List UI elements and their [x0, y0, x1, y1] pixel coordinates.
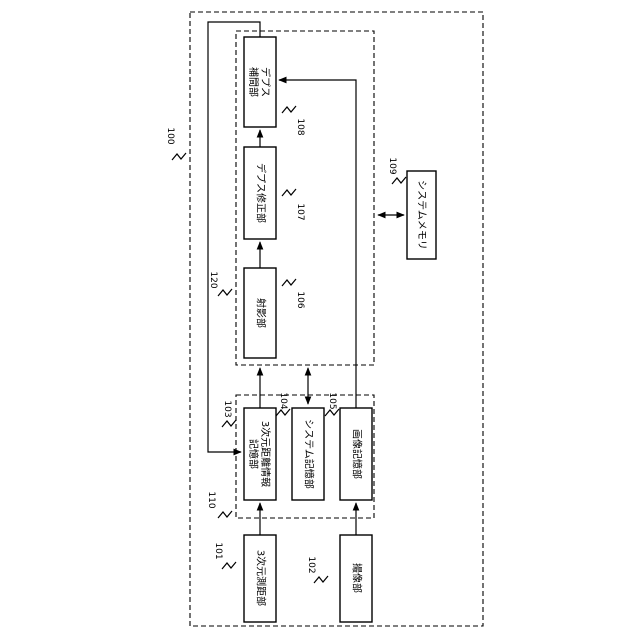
ref-104: 104: [278, 392, 288, 409]
ref-109: 109: [387, 157, 397, 174]
leader-100: [172, 153, 186, 160]
leader-106: [282, 279, 296, 286]
leader-110: [218, 511, 232, 518]
ref-120: 120: [208, 271, 218, 288]
device-boundary: [190, 12, 483, 626]
ref-103: 103: [222, 400, 232, 417]
image-storage-label: 画像記憶部: [351, 429, 364, 479]
ref-105: 105: [327, 392, 337, 409]
ref-110: 110: [206, 491, 216, 508]
ref-101: 101: [213, 542, 223, 559]
leader-108: [282, 106, 296, 113]
svg-text:補間部: 補間部: [247, 67, 260, 97]
leader-105: [325, 409, 339, 416]
ref-107: 107: [295, 203, 305, 220]
svg-text:3次元距離情報: 3次元距離情報: [259, 421, 272, 487]
leader-107: [282, 189, 296, 196]
svg-text:記憶部: 記憶部: [247, 439, 260, 469]
leader-102: [314, 576, 328, 583]
leader-109: [392, 177, 406, 184]
svg-text:デプス: デプス: [259, 67, 272, 97]
arrow-image-storage-to-depth-interpolation: [279, 80, 356, 408]
depth-correction-label: デプス修正部: [255, 163, 268, 223]
system-memory-label: システムメモリ: [416, 180, 428, 250]
measure-3d-label: 3次元測距部: [255, 550, 268, 606]
leader-101: [222, 562, 236, 569]
system-storage-label: システム記憶部: [303, 419, 316, 489]
imaging-label: 撮像部: [351, 563, 364, 593]
leader-103: [222, 420, 236, 427]
depth-interpolation-label: デプス 補間部: [247, 67, 272, 97]
leader-120: [218, 289, 232, 296]
leader-104: [276, 409, 290, 416]
ref-102: 102: [306, 556, 316, 573]
projection-label: 射影部: [255, 298, 268, 328]
ref-108: 108: [295, 118, 305, 135]
ref-100: 100: [165, 127, 175, 144]
ref-106: 106: [295, 291, 305, 308]
